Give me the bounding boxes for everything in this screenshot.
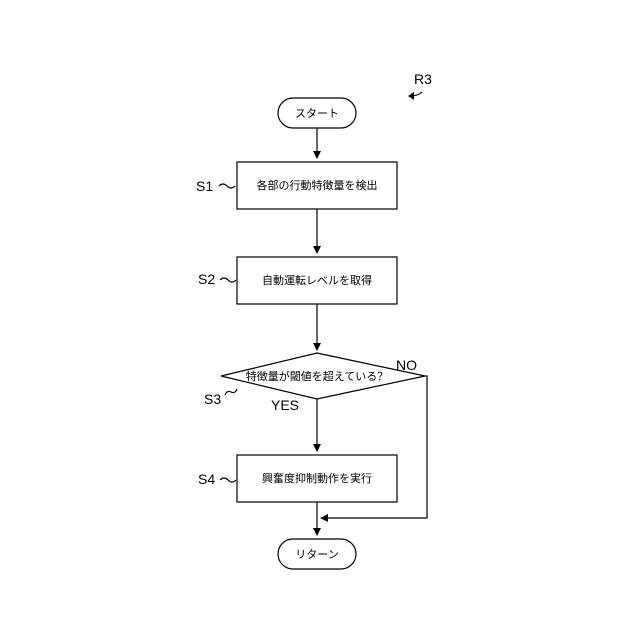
- step-s4-leader: [220, 478, 236, 482]
- step-s1-id: S1: [196, 178, 213, 194]
- figure-ref-label: R3: [414, 71, 432, 87]
- step-s1-leader: [219, 184, 235, 188]
- step-s2-leader: [220, 278, 236, 282]
- step-s3-id: S3: [204, 391, 221, 407]
- step-s4-id: S4: [198, 471, 215, 487]
- step-s3-leader: [225, 389, 237, 395]
- step-s2-text: 自動運転レベルを取得: [262, 273, 372, 287]
- end-label: リターン: [295, 548, 338, 561]
- figure-ref-arrowhead: [408, 92, 414, 100]
- step-s2-id: S2: [198, 271, 215, 287]
- step-s3-text: 特徴量が閾値を超えている？: [246, 369, 388, 383]
- step-s1-text: 各部の行動特徴量を検出: [257, 178, 378, 192]
- step-s3-no: NO: [396, 357, 417, 373]
- step-s4-text: 興奮度抑制動作を実行: [262, 471, 372, 485]
- start-label: スタート: [295, 107, 339, 120]
- step-s3-yes: YES: [271, 397, 299, 413]
